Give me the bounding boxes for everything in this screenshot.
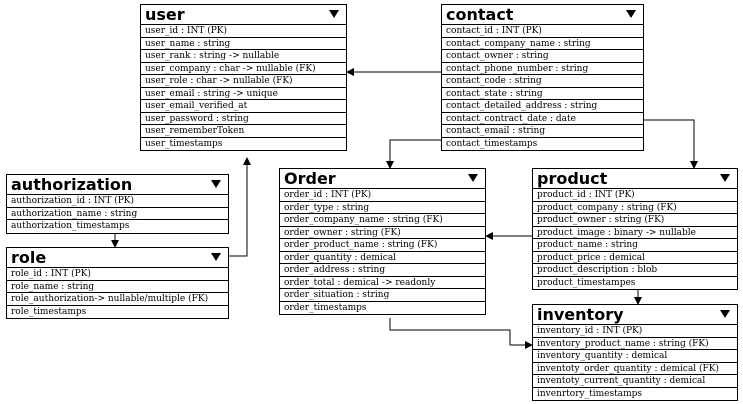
entity-title: product	[537, 169, 608, 188]
dropdown-caret-icon[interactable]	[329, 10, 339, 18]
entity-header: role	[7, 248, 228, 268]
entity-user[interactable]: user user_id : INT (PK) user_name : stri…	[140, 4, 347, 151]
field-row: user_password : string	[141, 113, 346, 125]
field-row: product_image : binary -> nullable	[533, 227, 737, 239]
field-row: contact_company_name : string	[442, 38, 643, 50]
dropdown-caret-icon[interactable]	[720, 174, 730, 182]
field-list: user_id : INT (PK) user_name : string us…	[141, 25, 346, 150]
field-row: order_quantity : demical	[280, 252, 485, 264]
edge-contact-product	[644, 119, 698, 169]
field-row: authorization_name : string	[7, 208, 228, 220]
field-row: role_timestamps	[11, 306, 87, 317]
dropdown-caret-icon[interactable]	[720, 310, 730, 318]
field-row: contact_contract_date : date	[442, 113, 643, 125]
field-list: contact_id : INT (PK) contact_company_na…	[442, 25, 643, 150]
field-row: contact_id : INT (PK)	[442, 25, 643, 38]
edge-role-user	[229, 157, 251, 257]
field-row: contact_phone_number : string	[442, 63, 643, 75]
entity-header: contact	[442, 5, 643, 25]
field-row: inventoty_current_quantity : demical	[533, 375, 737, 388]
field-list: product_id : INT (PK) product_company : …	[533, 189, 737, 289]
edge-order-inventory	[389, 318, 533, 349]
dropdown-caret-icon[interactable]	[211, 253, 221, 261]
entity-order[interactable]: Order order_id : INT (PK) order_type : s…	[279, 168, 486, 315]
entity-header: user	[141, 5, 346, 25]
field-row: order_address : string	[280, 264, 485, 277]
field-row: contact_owner : string	[442, 50, 643, 63]
field-row: contact_detailed_address : string	[442, 100, 643, 113]
field-row: user_email_verified_at	[141, 100, 346, 113]
entity-title: role	[11, 248, 47, 267]
entity-role[interactable]: role role_id : INT (PK) role_name : stri…	[6, 247, 229, 319]
field-row: inventory_product_name : string (FK)	[533, 338, 737, 350]
field-row: role_authorization-> nullable/multiple (…	[7, 293, 228, 306]
field-row: user_rememberToken	[141, 125, 346, 138]
field-list: order_id : INT (PK) order_type : string …	[280, 189, 485, 314]
entity-contact[interactable]: contact contact_id : INT (PK) contact_co…	[441, 4, 644, 151]
entity-product[interactable]: product product_id : INT (PK) product_co…	[532, 168, 738, 290]
field-row: product_price : demical	[533, 252, 737, 264]
field-row: inventoty_order_quantity : demical (FK)	[533, 363, 737, 375]
field-row: contact_email : string	[442, 125, 643, 138]
dropdown-caret-icon[interactable]	[468, 174, 478, 182]
field-row: user_name : string	[141, 38, 346, 50]
field-list: authorization_id : INT (PK) authorizatio…	[7, 195, 228, 233]
field-row: contact_timestamps	[446, 138, 538, 149]
field-row: user_id : INT (PK)	[141, 25, 346, 38]
dropdown-caret-icon[interactable]	[626, 10, 636, 18]
field-row: user_rank : string -> nullable	[141, 50, 346, 63]
entity-authorization[interactable]: authorization authorization_id : INT (PK…	[6, 174, 229, 234]
dropdown-caret-icon[interactable]	[211, 180, 221, 188]
field-row: product_company : string (FK)	[533, 202, 737, 214]
entity-title: authorization	[11, 175, 133, 194]
entity-title: user	[145, 5, 185, 24]
field-row: product_timestampes	[537, 277, 636, 288]
field-row: contact_code : string	[442, 75, 643, 88]
field-row: product_owner : string (FK)	[533, 214, 737, 227]
field-row: authorization_timestamps	[11, 221, 130, 231]
field-row: user_timestamps	[145, 138, 223, 149]
entity-header: Order	[280, 169, 485, 189]
field-row: inventory_id : INT (PK)	[533, 325, 737, 338]
field-row: authorization_id : INT (PK)	[7, 195, 228, 208]
field-row: order_product_name : string (FK)	[280, 239, 485, 252]
field-row: user_email : string -> unique	[141, 88, 346, 100]
entity-header: authorization	[7, 175, 228, 195]
field-row: order_owner : string (FK)	[280, 227, 485, 239]
field-row: order_company_name : string (FK)	[280, 214, 485, 227]
field-row: order_situation : string	[280, 289, 485, 302]
entity-title: Order	[284, 169, 336, 188]
field-row: order_type : string	[280, 202, 485, 214]
entity-header: product	[533, 169, 737, 189]
edge-contact-order	[386, 139, 441, 169]
field-row: inventory_quantity : demical	[533, 350, 737, 363]
field-row: order_total : demical -> readonly	[280, 277, 485, 289]
field-row: invenrtory_timestamps	[537, 388, 642, 399]
field-row: user_company : char -> nullable (FK)	[141, 63, 346, 75]
field-list: inventory_id : INT (PK) inventory_produc…	[533, 325, 737, 400]
entity-inventory[interactable]: inventory inventory_id : INT (PK) invent…	[532, 304, 738, 401]
entity-title: contact	[446, 5, 514, 24]
field-row: user_role : char -> nullable (FK)	[141, 75, 346, 88]
entity-title: inventory	[537, 305, 624, 324]
field-row: product_name : string	[533, 239, 737, 252]
field-list: role_id : INT (PK) role_name : string ro…	[7, 268, 228, 318]
field-row: order_timestamps	[284, 302, 367, 313]
field-row: contact_state : string	[442, 88, 643, 100]
field-row: product_id : INT (PK)	[533, 189, 737, 202]
field-row: product_description : blob	[533, 264, 737, 277]
field-row: role_id : INT (PK)	[7, 268, 228, 281]
field-row: role_name : string	[7, 281, 228, 293]
field-row: order_id : INT (PK)	[280, 189, 485, 202]
entity-header: inventory	[533, 305, 737, 325]
